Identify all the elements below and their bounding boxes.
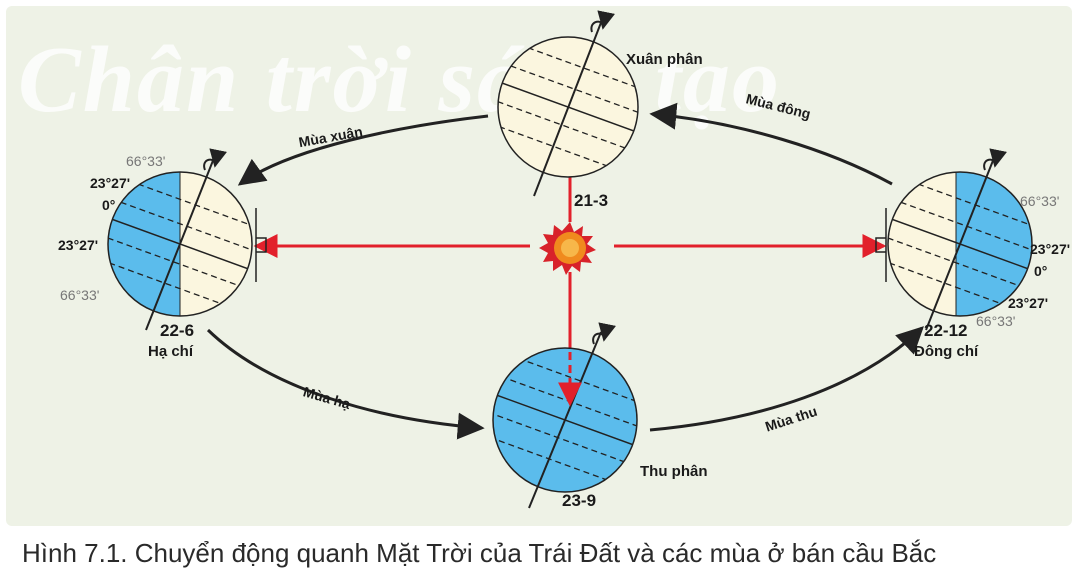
orbit-arrow-winter bbox=[649, 102, 893, 186]
label-winter-date: 22-12 bbox=[924, 321, 967, 340]
orbit-arrow-spring bbox=[237, 114, 489, 186]
label-summer-arctic-n: 66°33' bbox=[126, 153, 165, 169]
orbit-arrow-summer bbox=[206, 328, 485, 440]
sun-icon bbox=[539, 222, 596, 275]
label-winter-name: Đông chí bbox=[914, 343, 979, 360]
label-autumn-name: Thu phân bbox=[640, 463, 708, 480]
label-winter-arctic-n: 66°33' bbox=[1020, 193, 1059, 209]
figure-caption: Hình 7.1. Chuyển động quanh Mặt Trời của… bbox=[22, 538, 937, 568]
label-winter-arctic-s: 66°33' bbox=[976, 313, 1015, 329]
label-summer-tropic-s: 23°27' bbox=[58, 237, 98, 253]
label-spring-date: 21-3 bbox=[574, 191, 608, 210]
orbit-arrow-autumn bbox=[649, 326, 924, 432]
label-winter-equator: 0° bbox=[1034, 263, 1047, 279]
globe-autumn bbox=[492, 322, 638, 509]
label-winter-tropic-s: 23°27' bbox=[1008, 295, 1048, 311]
label-season-summer: Mùa hạ bbox=[301, 383, 352, 412]
label-summer-name: Hạ chí bbox=[148, 343, 194, 360]
seasons-diagram: Xuân phân 21-3 Mùa xuân Mùa đông Mùa hạ … bbox=[58, 10, 1070, 510]
label-summer-arctic-s: 66°33' bbox=[60, 287, 99, 303]
globe-spring bbox=[497, 10, 639, 197]
label-season-winter: Mùa đông bbox=[744, 90, 812, 122]
label-autumn-date: 23-9 bbox=[562, 491, 596, 510]
label-summer-equator: 0° bbox=[102, 197, 115, 213]
label-spring-name: Xuân phân bbox=[626, 51, 703, 68]
label-summer-tropic-n: 23°27' bbox=[90, 175, 130, 191]
label-summer-date: 22-6 bbox=[160, 321, 194, 340]
label-winter-tropic-n: 23°27' bbox=[1030, 241, 1070, 257]
